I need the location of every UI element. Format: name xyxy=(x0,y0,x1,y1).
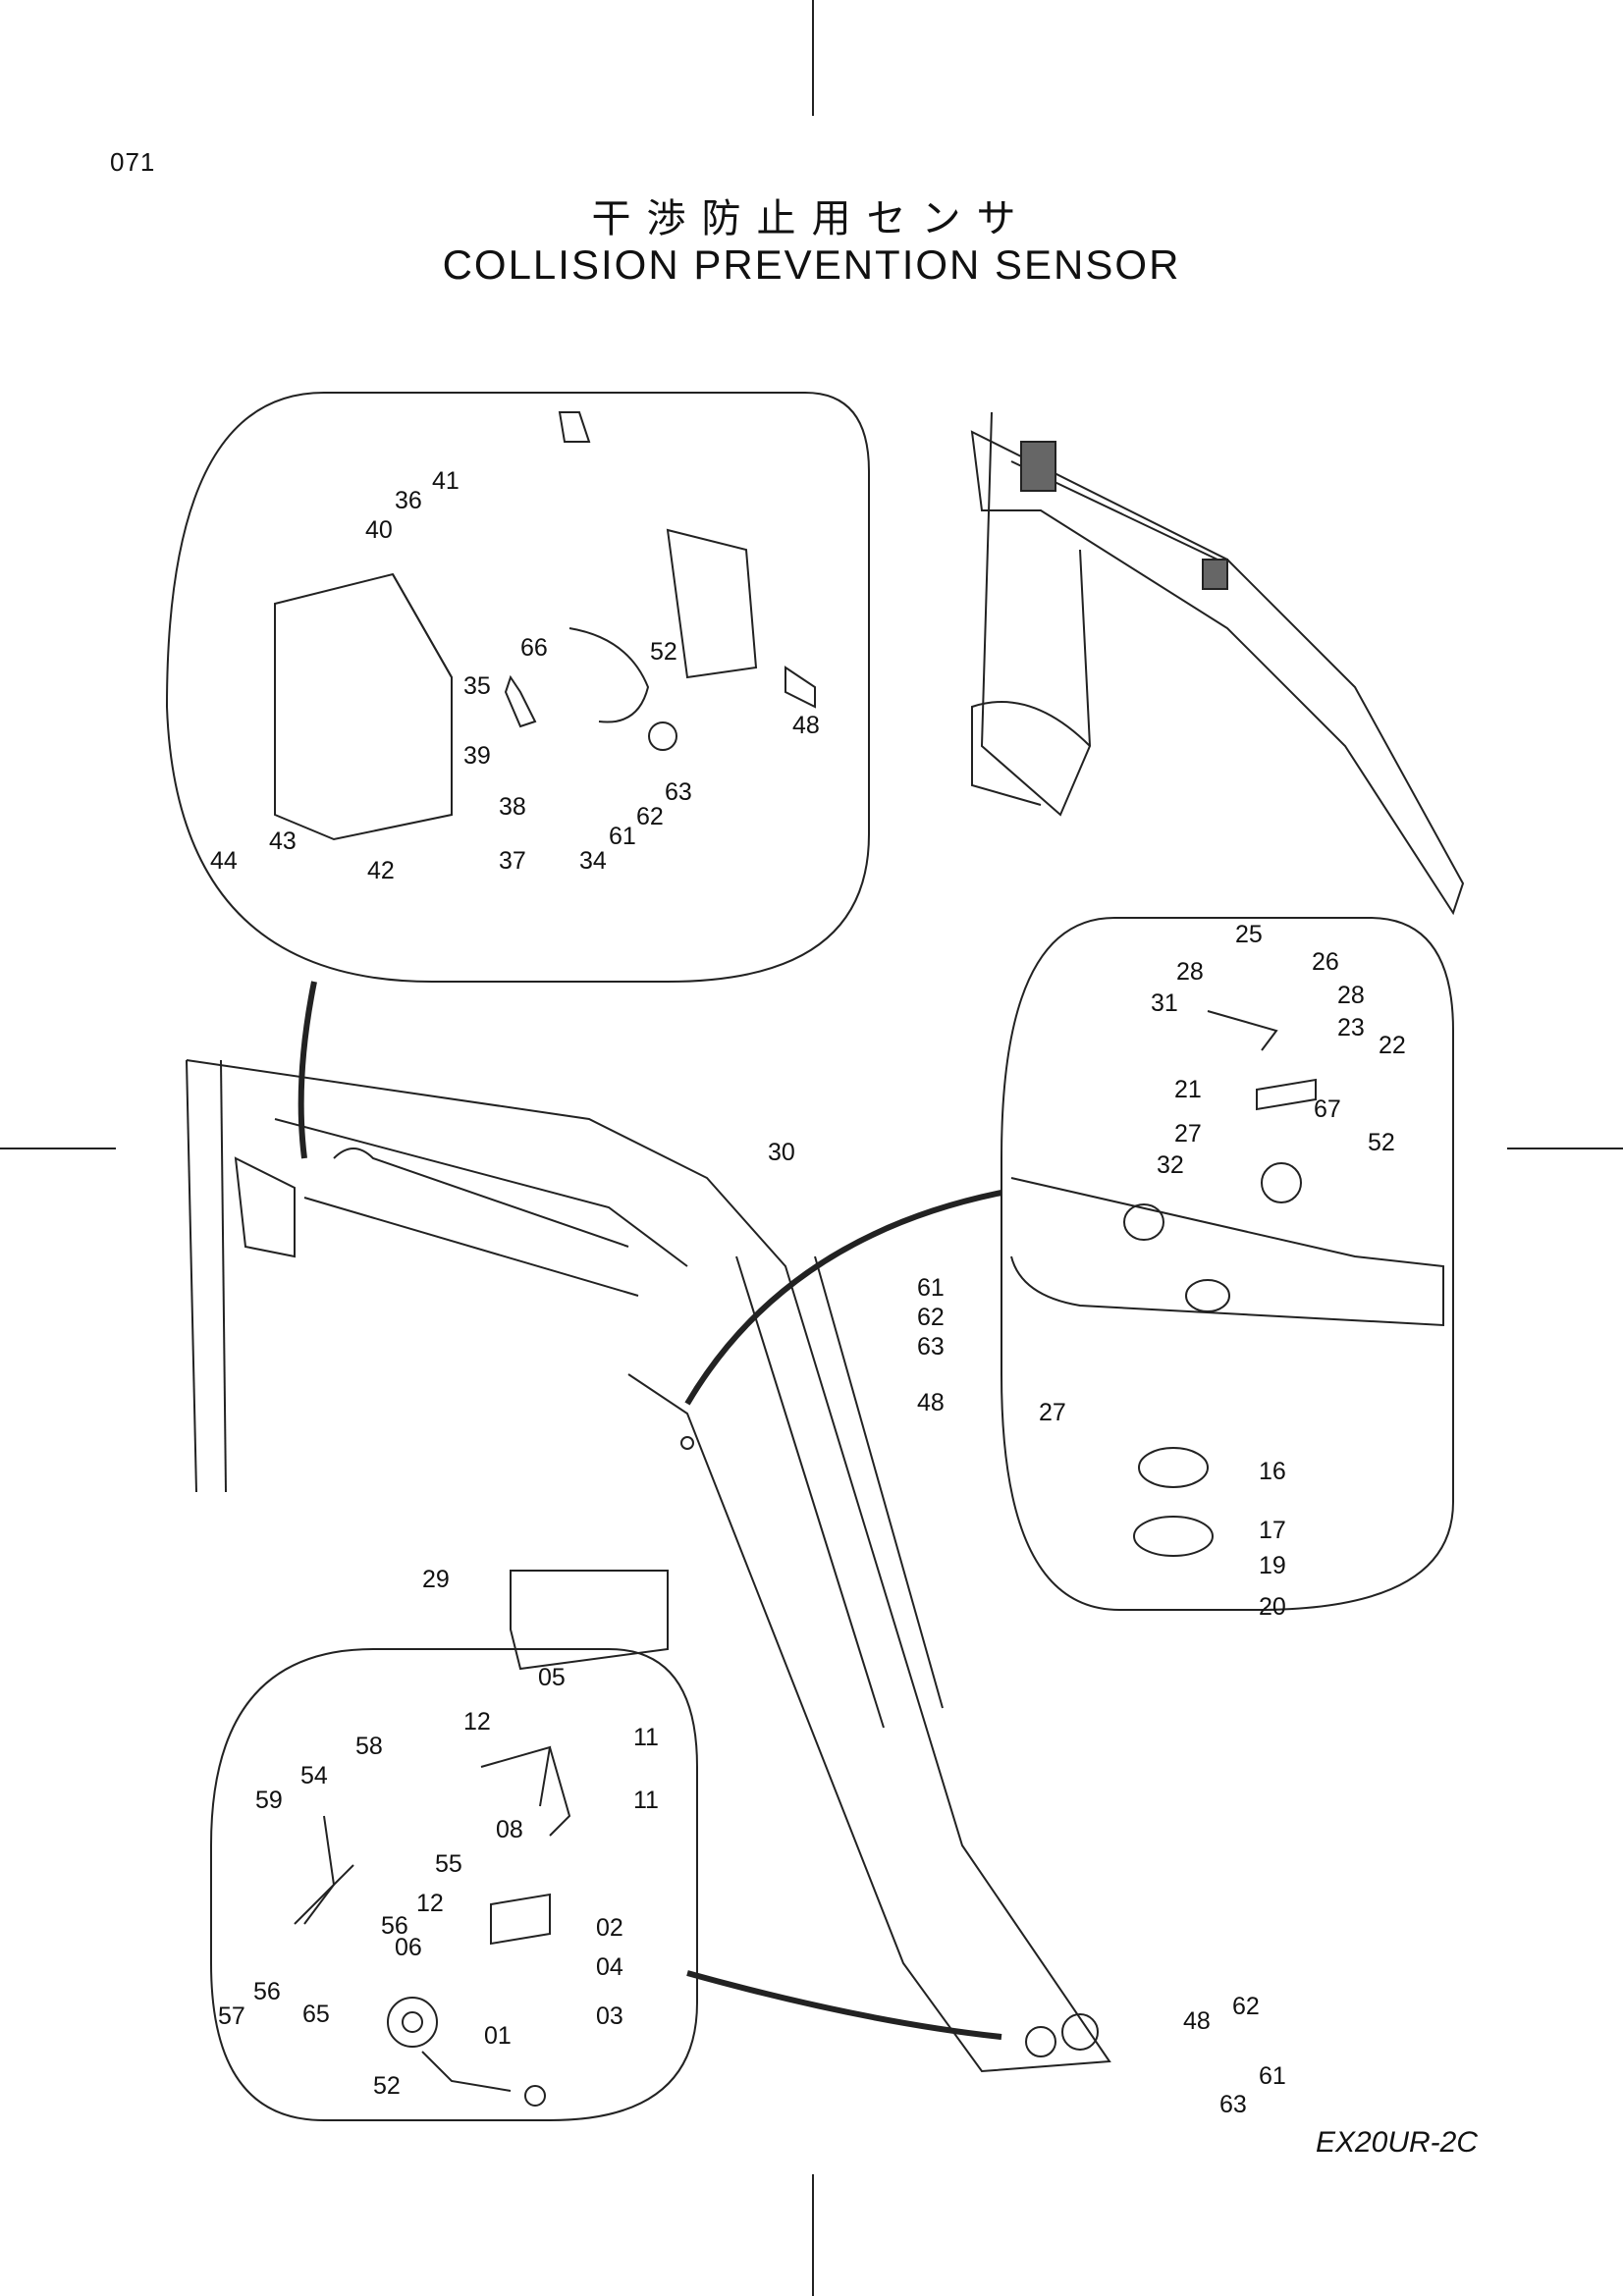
part-callout-48: 48 xyxy=(1183,2007,1211,2035)
part-callout-21: 21 xyxy=(1174,1076,1202,1103)
part-callout-03: 03 xyxy=(596,2002,623,2030)
part-callout-30: 30 xyxy=(768,1139,795,1166)
part-callout-31: 31 xyxy=(1151,989,1178,1017)
part-callout-11: 11 xyxy=(633,1724,659,1751)
part-callout-63: 63 xyxy=(1219,2091,1247,2118)
page-title: COLLISION PREVENTION SENSOR xyxy=(442,241,1181,288)
part-callout-23: 23 xyxy=(1337,1014,1365,1041)
top-detail-view xyxy=(165,392,870,983)
right-detail-view xyxy=(1001,917,1454,1611)
model-code: EX20UR-2C xyxy=(1315,2126,1478,2159)
part-callout-61: 61 xyxy=(917,1274,945,1302)
part-callout-59: 59 xyxy=(255,1787,283,1814)
part-callout-25: 25 xyxy=(1235,921,1263,948)
part-callout-42: 42 xyxy=(367,857,395,884)
part-callout-06: 06 xyxy=(395,1934,422,1961)
part-callout-04: 04 xyxy=(596,1953,623,1981)
part-callout-27: 27 xyxy=(1174,1120,1202,1148)
part-callout-55: 55 xyxy=(435,1850,462,1878)
part-callout-01: 01 xyxy=(484,2022,512,2050)
part-callout-48: 48 xyxy=(917,1389,945,1416)
part-callout-12: 12 xyxy=(416,1890,444,1917)
part-callout-57: 57 xyxy=(218,2002,245,2030)
part-callout-36: 36 xyxy=(395,487,422,514)
part-callout-29: 29 xyxy=(422,1566,450,1593)
page-number: 071 xyxy=(110,147,156,177)
part-callout-34: 34 xyxy=(579,847,607,875)
part-callout-56: 56 xyxy=(253,1978,281,2005)
part-callout-67: 67 xyxy=(1314,1095,1341,1123)
part-callout-65: 65 xyxy=(302,2001,330,2028)
part-callout-11: 11 xyxy=(633,1787,659,1814)
part-callout-35: 35 xyxy=(463,672,491,700)
part-callout-58: 58 xyxy=(355,1733,383,1760)
part-callout-52: 52 xyxy=(650,638,677,666)
part-callout-22: 22 xyxy=(1379,1032,1406,1059)
part-callout-63: 63 xyxy=(917,1333,945,1361)
part-callout-61: 61 xyxy=(1259,2062,1286,2090)
part-callout-44: 44 xyxy=(210,847,238,875)
page-title-japanese: 干渉防止用センサ xyxy=(591,196,1032,241)
part-callout-08: 08 xyxy=(496,1816,523,1843)
part-callout-40: 40 xyxy=(365,516,393,544)
part-callout-02: 02 xyxy=(596,1914,623,1942)
part-callout-17: 17 xyxy=(1259,1517,1286,1544)
part-callout-39: 39 xyxy=(463,742,491,770)
main-boom-view xyxy=(186,1059,1111,2073)
part-callout-52: 52 xyxy=(1368,1129,1395,1156)
bottom-detail-view xyxy=(210,1648,698,2121)
part-callout-63: 63 xyxy=(665,778,692,806)
part-callout-12: 12 xyxy=(463,1708,491,1735)
part-callout-27: 27 xyxy=(1039,1399,1066,1426)
part-callout-32: 32 xyxy=(1157,1151,1184,1179)
part-callout-56: 56 xyxy=(381,1912,408,1940)
part-callout-43: 43 xyxy=(269,828,297,855)
part-callout-66: 66 xyxy=(520,634,548,662)
part-callout-16: 16 xyxy=(1259,1458,1286,1485)
detail-leaders xyxy=(298,981,1002,2040)
part-callout-20: 20 xyxy=(1259,1593,1286,1621)
part-callout-62: 62 xyxy=(1232,1993,1260,2020)
part-callout-19: 19 xyxy=(1259,1552,1286,1579)
part-callout-28: 28 xyxy=(1337,982,1365,1009)
part-callout-62: 62 xyxy=(636,803,664,830)
part-callout-37: 37 xyxy=(499,847,526,875)
part-callout-48: 48 xyxy=(792,712,820,739)
part-callout-41: 41 xyxy=(432,467,460,495)
excavator-overview xyxy=(970,411,1465,916)
part-callout-54: 54 xyxy=(300,1762,328,1789)
part-callout-38: 38 xyxy=(499,793,526,821)
part-callout-62: 62 xyxy=(917,1304,945,1331)
part-callout-05: 05 xyxy=(538,1664,566,1691)
part-callout-26: 26 xyxy=(1312,948,1339,976)
part-callout-52: 52 xyxy=(373,2072,401,2100)
part-callout-28: 28 xyxy=(1176,958,1204,986)
part-callout-61: 61 xyxy=(609,823,636,850)
